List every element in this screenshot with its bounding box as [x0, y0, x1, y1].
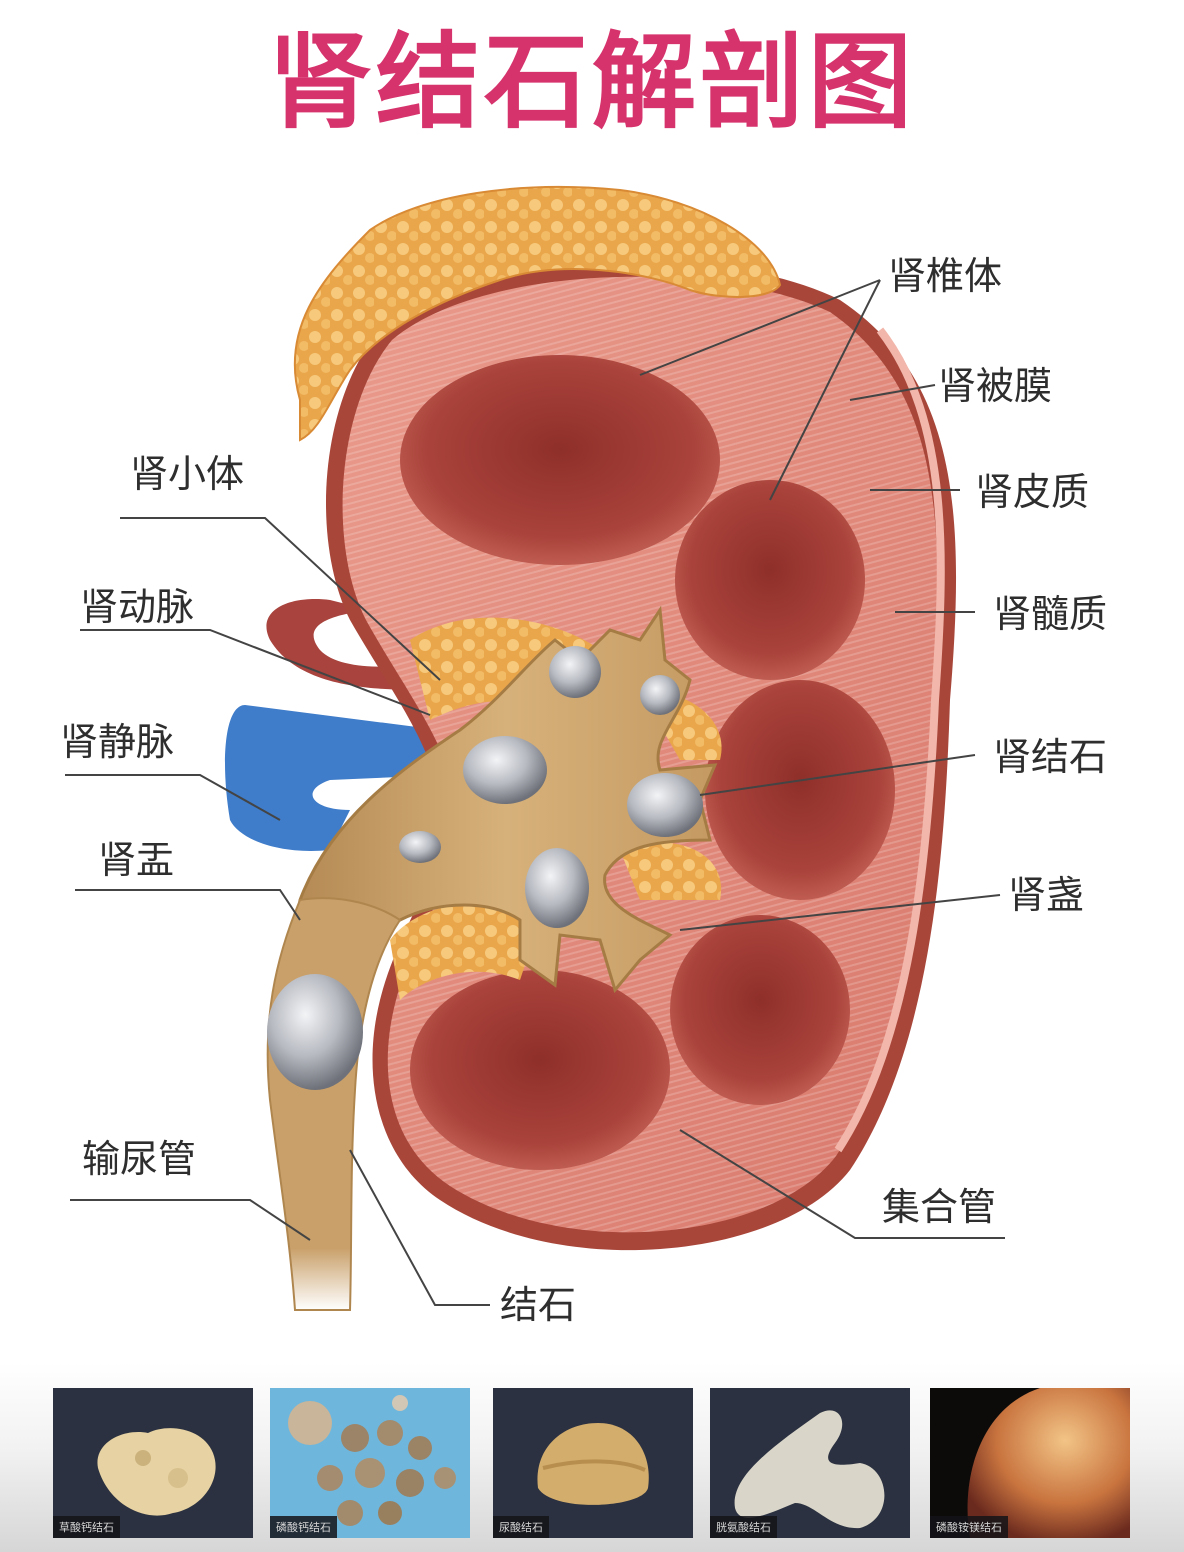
label-collecting-duct: 集合管	[882, 1185, 997, 1229]
stone-photo-calcium-oxalate: 草酸钙结石	[53, 1388, 253, 1538]
stone-photo-icon	[97, 1428, 216, 1516]
stone-photo-icon	[967, 1388, 1130, 1538]
stone-caption: 胱氨酸结石	[710, 1516, 777, 1538]
stone-photo-icon	[288, 1395, 456, 1526]
label-renal-medulla: 肾髓质	[993, 592, 1108, 636]
stone-icon	[463, 736, 547, 804]
stone-photo-cystine: 胱氨酸结石	[710, 1388, 910, 1538]
label-renal-pelvis: 肾盂	[98, 838, 175, 882]
renal-pyramid-5	[410, 970, 670, 1170]
stone-icon	[627, 773, 703, 837]
renal-vein-shape	[225, 705, 445, 851]
label-renal-capsule: 肾被膜	[938, 364, 1053, 408]
stone-photo-uric-acid: 尿酸结石	[493, 1388, 693, 1538]
stone-caption: 磷酸铵镁结石	[930, 1516, 1008, 1538]
stone-caption: 磷酸钙结石	[270, 1516, 337, 1538]
adrenal-gland-shape	[293, 186, 782, 442]
label-renal-cortex: 肾皮质	[975, 470, 1090, 514]
stone-icon	[267, 974, 363, 1090]
stone-photo-struvite: 磷酸铵镁结石	[930, 1388, 1130, 1538]
kidney-anatomy-diagram	[65, 186, 1005, 1311]
stone-photo-calcium-phosphate: 磷酸钙结石	[270, 1388, 470, 1538]
label-renal-calyx: 肾盏	[1008, 873, 1085, 917]
label-stone: 结石	[500, 1283, 577, 1327]
stone-caption: 尿酸结石	[493, 1516, 549, 1538]
leader-lines	[65, 279, 1005, 1306]
label-renal-artery: 肾动脉	[80, 585, 195, 629]
stone-icon	[399, 831, 441, 863]
stone-icon	[640, 675, 680, 715]
stone-icon	[549, 646, 601, 698]
stone-photo-icon	[734, 1410, 885, 1529]
label-renal-pyramid: 肾椎体	[888, 254, 1003, 298]
label-kidney-stone: 肾结石	[993, 735, 1108, 779]
renal-pyramid-2	[675, 480, 865, 680]
renal-pyramid-3	[705, 680, 895, 900]
stone-caption: 草酸钙结石	[53, 1516, 120, 1538]
label-ureter: 输尿管	[82, 1137, 197, 1181]
label-renal-vein: 肾静脉	[60, 720, 175, 764]
renal-pyramid-1	[400, 355, 720, 565]
kidney-stones	[267, 646, 703, 1090]
stone-icon	[525, 848, 589, 928]
stone-photo-icon	[537, 1423, 649, 1505]
label-renal-corpuscle: 肾小体	[130, 452, 245, 496]
renal-pyramid-4	[670, 915, 850, 1105]
page-title: 肾结石解剖图	[267, 21, 916, 143]
